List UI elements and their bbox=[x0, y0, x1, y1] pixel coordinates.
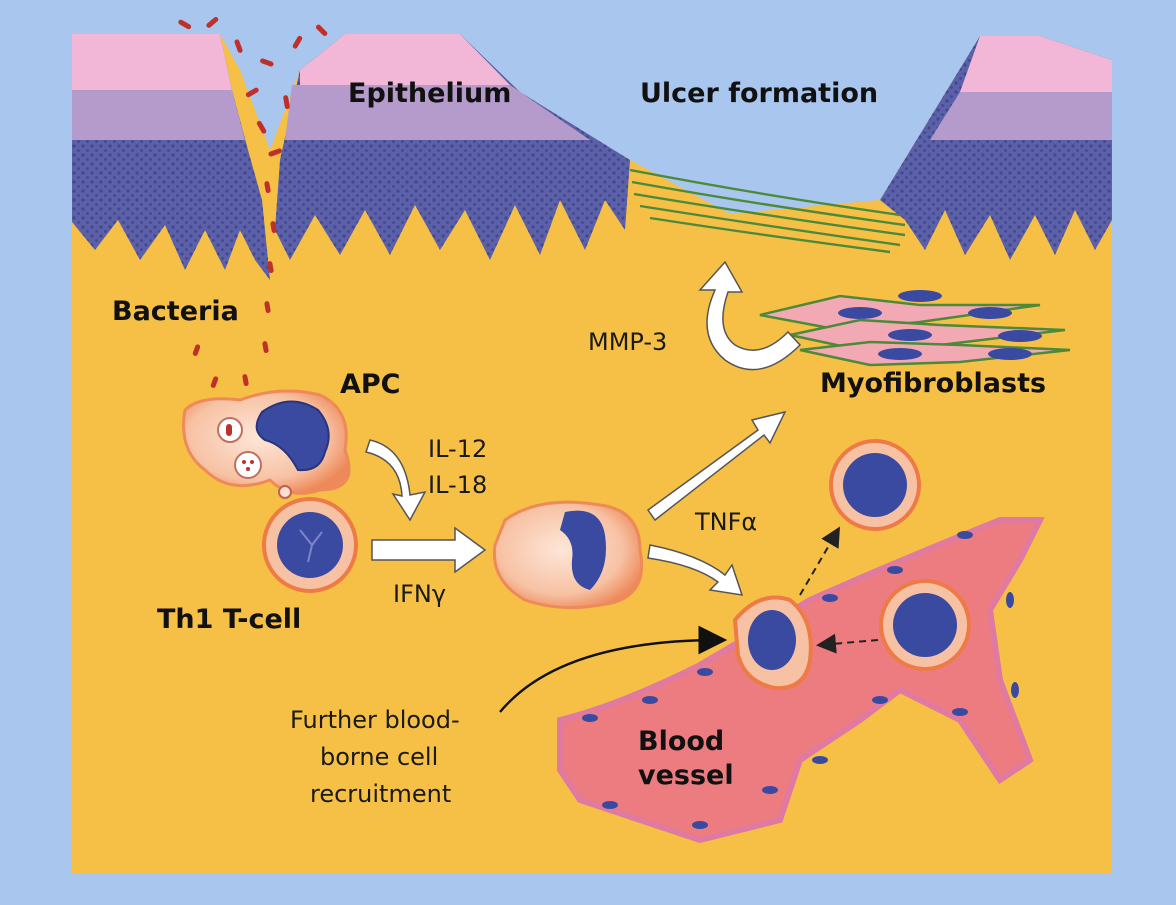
label-apc: APC bbox=[340, 369, 401, 400]
label-mmp3: MMP-3 bbox=[588, 328, 667, 356]
label-ulcer-formation: Ulcer formation bbox=[640, 78, 878, 109]
label-myofibroblasts: Myofibroblasts bbox=[820, 368, 1046, 399]
label-il18: IL-18 bbox=[428, 471, 487, 499]
label-recruitment-line3: recruitment bbox=[310, 780, 451, 808]
label-recruitment-line1: Further blood- bbox=[290, 706, 460, 734]
label-il12: IL-12 bbox=[428, 435, 487, 463]
label-bacteria: Bacteria bbox=[112, 296, 239, 327]
label-ifn-gamma: IFNγ bbox=[393, 580, 446, 608]
label-th1-tcell: Th1 T-cell bbox=[157, 604, 301, 635]
activated-macrophage bbox=[494, 502, 641, 607]
label-blood-vessel-line2: vessel bbox=[638, 760, 734, 791]
label-epithelium: Epithelium bbox=[348, 78, 511, 109]
label-recruitment-line2: borne cell bbox=[320, 743, 438, 771]
label-tnf-alpha: TNFα bbox=[694, 508, 757, 536]
label-blood-vessel-line1: Blood bbox=[638, 726, 724, 757]
